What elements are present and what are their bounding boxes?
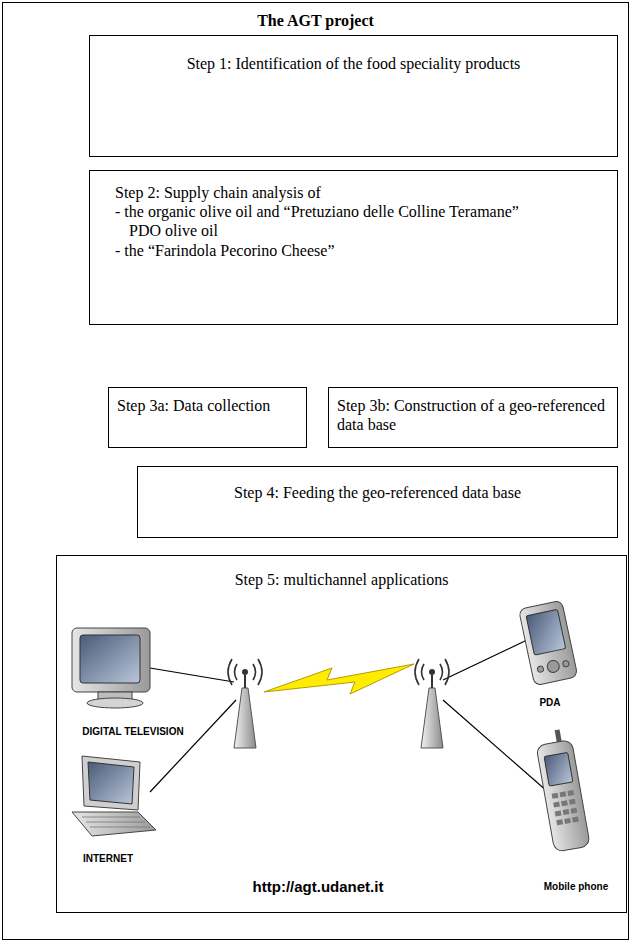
device-label: DIGITAL TELEVISION <box>82 726 183 737</box>
device-label: Mobile phone <box>544 881 608 892</box>
step-text: Step 4: Feeding the geo-referenced data … <box>158 483 597 502</box>
step-text: Step 1: Identification of the food speci… <box>145 54 562 73</box>
step-text: - the “Farindola Pecorino Cheese” <box>115 241 547 260</box>
phone-icon <box>534 728 590 852</box>
step-box: Step 2: Supply chain analysis of- the or… <box>89 170 618 325</box>
antenna-icon <box>415 659 449 748</box>
step-box: Step 3a: Data collection <box>108 387 307 448</box>
step-text: Step 3b: Construction of a geo-reference… <box>337 396 609 434</box>
tv-icon <box>72 628 150 708</box>
device-label: PDA <box>539 697 560 708</box>
step-box: Step 3b: Construction of a geo-reference… <box>328 387 618 448</box>
step-box: Step 4: Feeding the geo-referenced data … <box>137 466 618 538</box>
box-title: The AGT project <box>13 11 618 30</box>
pda-icon <box>519 600 578 685</box>
link-line <box>150 640 548 792</box>
device-label: INTERNET <box>83 853 133 864</box>
step-box: Step 1: Identification of the food speci… <box>89 35 618 157</box>
step-text: - the organic olive oil and “Pretuziano … <box>115 202 547 240</box>
antenna-icon <box>228 659 262 748</box>
step-text: Step 2: Supply chain analysis of <box>115 183 547 202</box>
step-text: Step 3a: Data collection <box>117 396 298 415</box>
url-label: http://agt.udanet.it <box>253 878 384 895</box>
laptop-icon <box>72 756 156 836</box>
step-text: Step 5: multichannel applications <box>71 570 612 589</box>
lightning-bolt <box>264 664 414 694</box>
